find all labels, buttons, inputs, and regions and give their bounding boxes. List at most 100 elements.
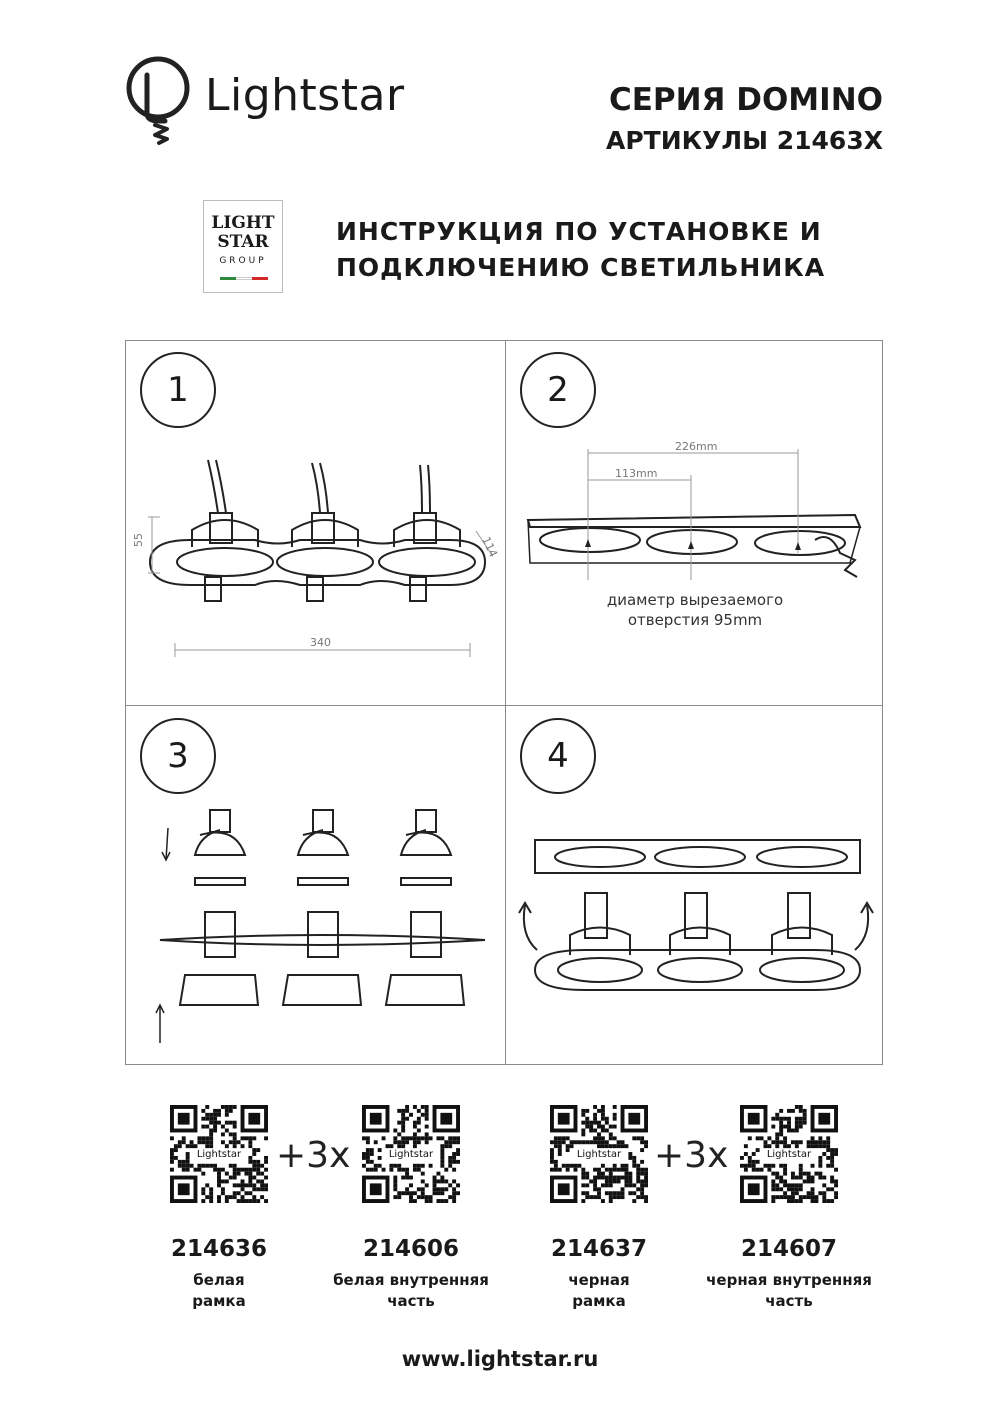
qr-module: [209, 1132, 214, 1137]
qr-module: [428, 1199, 433, 1203]
qr-module: [248, 1136, 253, 1141]
qr-module: [197, 1167, 202, 1172]
qr-module: [244, 1136, 249, 1141]
qr-module: [260, 1183, 265, 1188]
qr-module: [393, 1183, 398, 1188]
qr-module: [448, 1183, 453, 1188]
qr-module: [790, 1195, 795, 1200]
qr-module: [201, 1191, 206, 1196]
qr-module: [412, 1191, 417, 1196]
qr-module: [612, 1144, 617, 1149]
qr-module: [600, 1144, 605, 1149]
qr-module: [416, 1128, 421, 1133]
qr-module: [783, 1171, 788, 1176]
qr-module: [624, 1179, 629, 1184]
qr-module: [593, 1112, 598, 1117]
qr-finder-inner: [747, 1112, 760, 1125]
qr-module: [264, 1175, 268, 1180]
qr-module: [213, 1124, 218, 1129]
qr-finder-inner: [557, 1112, 570, 1125]
qr-module: [640, 1187, 645, 1192]
qr-module: [252, 1167, 257, 1172]
qr-module: [597, 1132, 601, 1137]
qr-module: [644, 1195, 648, 1200]
qr-module: [424, 1195, 429, 1200]
qr-module: [405, 1140, 410, 1145]
qr-module: [240, 1136, 245, 1141]
product-desc-3: черная рамка: [504, 1270, 694, 1312]
qr-module: [232, 1167, 237, 1172]
qr-module: [616, 1175, 621, 1180]
qr-module: [185, 1159, 190, 1164]
qr-module: [806, 1171, 811, 1176]
qr-finder-inner: [747, 1183, 760, 1196]
qr-module: [217, 1171, 221, 1176]
qr-module: [369, 1167, 374, 1172]
qr-module: [818, 1163, 823, 1168]
qr-module: [236, 1199, 241, 1203]
qr-module: [228, 1163, 233, 1168]
qr-module: [456, 1140, 460, 1145]
qr-module: [597, 1175, 601, 1180]
qr-module: [798, 1175, 803, 1180]
qr-module: [636, 1187, 641, 1192]
qr-module: [440, 1136, 445, 1141]
website-link[interactable]: www.lightstar.ru: [401, 1347, 599, 1371]
qr-module: [409, 1191, 413, 1196]
qr-module: [798, 1108, 803, 1113]
qr-module: [185, 1152, 190, 1156]
cutout-diameter-note: диаметр вырезаемого отверстия 95mm: [560, 590, 830, 630]
qr-module: [783, 1167, 788, 1172]
qr-module: [604, 1120, 609, 1125]
qr-module: [798, 1183, 803, 1188]
qr-module: [209, 1163, 214, 1168]
qr-module: [220, 1191, 225, 1196]
qr-module: [220, 1140, 225, 1145]
qr-module: [420, 1163, 425, 1168]
qr-module: [612, 1116, 617, 1121]
qr-module: [244, 1171, 249, 1176]
qr-module: [232, 1105, 237, 1109]
qr-module: [424, 1136, 429, 1141]
qr-module: [834, 1148, 838, 1153]
qr-module: [389, 1144, 394, 1149]
qr-module: [412, 1105, 417, 1109]
qr-module: [612, 1163, 617, 1168]
qr-module: [456, 1183, 460, 1188]
qr-module: [456, 1152, 460, 1156]
qr-module: [790, 1171, 795, 1176]
qr-module: [771, 1195, 776, 1200]
qr-module: [248, 1159, 253, 1164]
qr-module: [822, 1140, 827, 1145]
qr-module: [401, 1175, 406, 1180]
qr-module: [440, 1191, 445, 1196]
qr-code-214606-icon: Lightstar: [362, 1105, 460, 1203]
qr-module: [264, 1167, 268, 1172]
qr-module: [810, 1199, 815, 1203]
qr-module: [632, 1163, 637, 1168]
qr-module: [224, 1128, 229, 1133]
qr-module: [561, 1163, 566, 1168]
qr-module: [252, 1159, 257, 1164]
qr-module: [205, 1144, 210, 1149]
qr-module: [814, 1199, 819, 1203]
qr-module: [260, 1187, 265, 1192]
qr-module: [632, 1199, 637, 1203]
qr-finder-outer: [550, 1175, 578, 1203]
qr-module: [810, 1191, 815, 1196]
qr-module: [416, 1195, 421, 1200]
qr-module: [581, 1175, 586, 1180]
brand-name: Lightstar: [205, 70, 405, 121]
qr-module: [565, 1148, 570, 1153]
qr-module: [228, 1175, 233, 1180]
qr-module: [593, 1136, 598, 1141]
qr-module: [600, 1116, 605, 1121]
qr-module: [213, 1116, 218, 1121]
step-3-badge: 3: [140, 718, 216, 794]
qr-module: [798, 1195, 803, 1200]
qr-brand-label: Lightstar: [197, 1149, 242, 1160]
qr-module: [377, 1155, 382, 1160]
qr-module: [232, 1124, 237, 1129]
product-desc-3-line1: черная: [568, 1271, 630, 1289]
